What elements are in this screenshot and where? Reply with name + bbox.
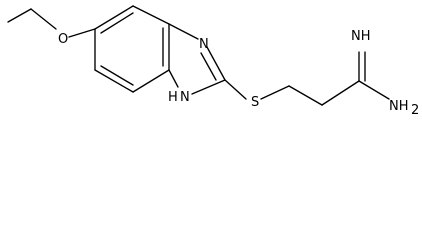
bond-benzene-4 — [132, 69, 170, 93]
bond-ch2-o — [30, 8, 57, 30]
amine-subscript: 2 — [411, 103, 419, 118]
bond-c2-s — [224, 79, 247, 100]
imine-group-label: NH — [351, 29, 371, 44]
bond-s-ch2 — [260, 85, 290, 100]
bond-ch2-c — [321, 80, 360, 106]
bond-ch2-ch2 — [288, 85, 323, 106]
bond-ch3-ch2 — [7, 8, 32, 23]
ring-nitrogen-bottom-prefix: H — [168, 90, 178, 105]
bond-imidazole-right-top — [206, 46, 226, 81]
molecule-diagram: O N H N S NH NH 2 — [7, 5, 419, 118]
bond-imidazole-bottom — [168, 69, 179, 88]
bond-imidazole-right-bottom — [191, 79, 226, 95]
chemical-structure-canvas: O N H N S NH NH 2 — [7, 5, 420, 118]
bond-benzene-1 — [94, 5, 134, 30]
bond-benzene-2 — [132, 5, 170, 25]
bond-imidazole-right-top-inner — [200, 52, 217, 81]
ring-nitrogen-bottom-label: N — [180, 90, 190, 105]
bond-benzene-5 — [94, 69, 134, 93]
amine-group-label: NH — [389, 99, 409, 114]
bond-o-ring — [68, 28, 96, 38]
ring-nitrogen-top-label: N — [199, 37, 209, 52]
oxygen-atom-label: O — [58, 32, 68, 47]
bond-benzene-1-inner — [100, 12, 134, 34]
bond-amidine-amine — [358, 80, 390, 100]
bond-benzene-5-inner — [100, 65, 134, 86]
sulfur-atom-label: S — [251, 95, 259, 110]
bond-imidazole-top — [168, 23, 199, 40]
